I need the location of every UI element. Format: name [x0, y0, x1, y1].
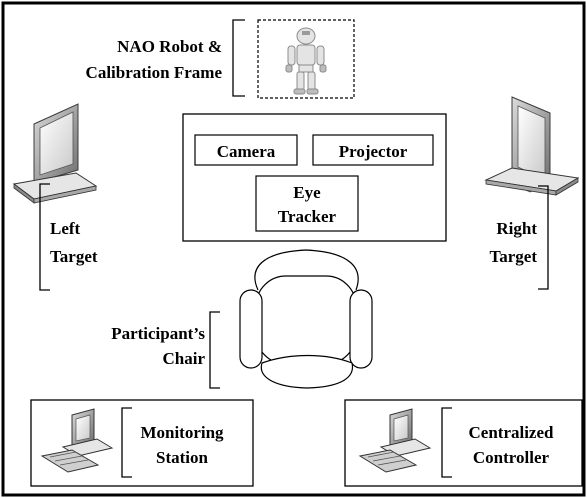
- right-target-label-line2: Target: [489, 247, 537, 266]
- office-chair-icon: [239, 249, 373, 389]
- camera-box: [194, 134, 298, 166]
- controller-box: [344, 399, 583, 487]
- sensor-box: [182, 113, 447, 242]
- monitoring-label-line1: Monitoring: [140, 423, 224, 442]
- camera-label: Camera: [217, 142, 276, 161]
- controller-label-bracket: [441, 407, 452, 478]
- robot-label-bracket: [232, 19, 245, 97]
- calibration-frame: [257, 19, 355, 99]
- monitoring-station-box: [30, 399, 254, 487]
- controller-label-line2: Controller: [473, 448, 550, 467]
- chair-label-line2: Chair: [163, 349, 206, 368]
- monitoring-label-bracket: [121, 407, 132, 478]
- robot-label: NAO Robot & Calibration Frame: [86, 19, 245, 97]
- left-monitor-icon: [12, 103, 98, 204]
- right-target-bracket: [538, 185, 549, 290]
- eye-tracker-label-line2: Tracker: [278, 207, 337, 226]
- projector-label: Projector: [339, 142, 408, 161]
- right-target-label-line1: Right: [496, 219, 537, 238]
- projector-box: [312, 134, 434, 166]
- monitoring-computer-icon: [40, 408, 114, 473]
- eye-tracker-box: [255, 175, 359, 232]
- eye-tracker-label-line1: Eye: [293, 183, 321, 202]
- controller-label-line1: Centralized: [469, 423, 555, 442]
- left-target-label-line2: Target: [50, 247, 98, 266]
- left-target-label-line1: Left: [50, 219, 81, 238]
- right-monitor-icon: [484, 96, 580, 196]
- left-target-bracket: [39, 183, 50, 291]
- humanoid-robot-icon: [285, 27, 327, 95]
- controller-computer-icon: [358, 408, 432, 473]
- monitoring-label-line2: Station: [156, 448, 209, 467]
- chair-label-bracket: [209, 311, 220, 389]
- robot-label-line2: Calibration Frame: [86, 63, 223, 82]
- chair-label-line1: Participant’s: [111, 324, 205, 343]
- robot-label-line1: NAO Robot &: [117, 37, 222, 56]
